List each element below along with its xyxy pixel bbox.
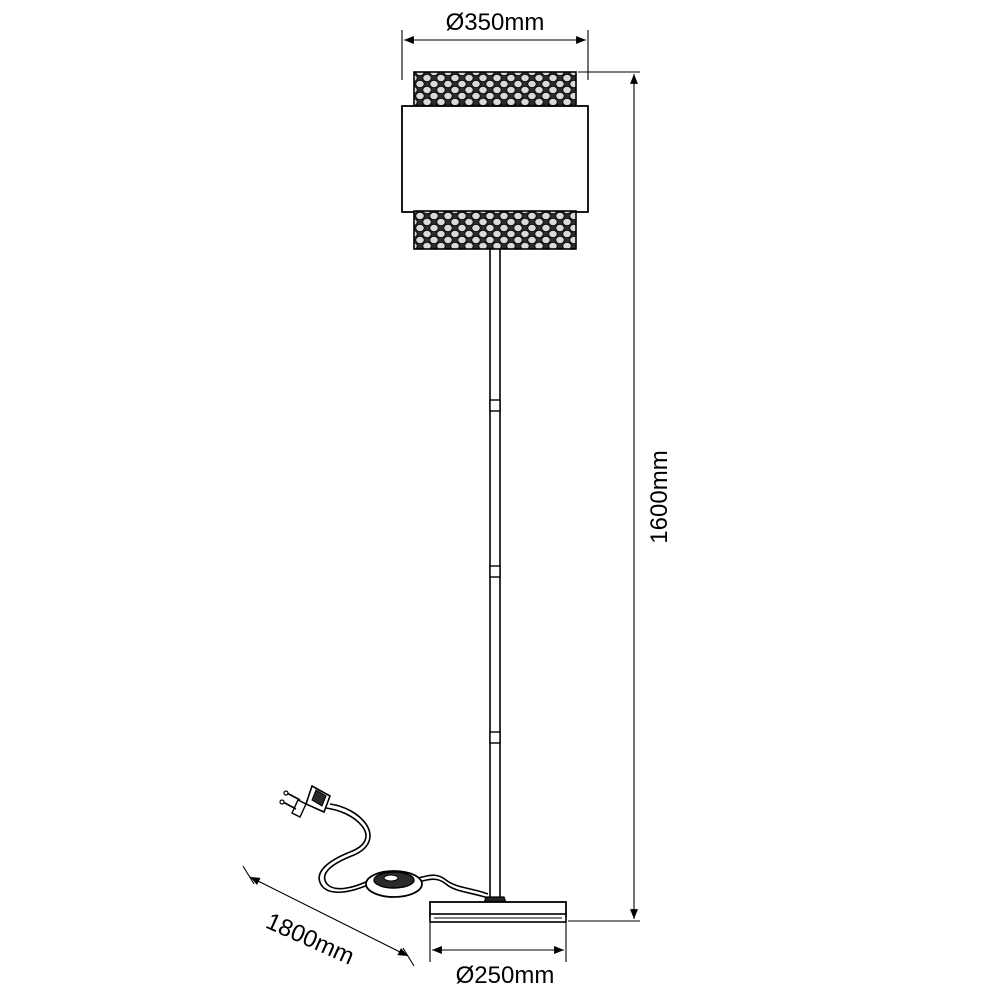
height-dimension: 1600mm [568, 71, 673, 922]
shade-diameter-label: Ø350mm [446, 9, 545, 36]
foot-switch [365, 870, 423, 898]
lamp-shade [401, 71, 589, 250]
power-plug [279, 784, 331, 818]
shade-bottom-mesh-band [413, 210, 577, 250]
base-diameter-label: Ø250mm [456, 962, 555, 989]
height-label: 1600mm [646, 450, 673, 543]
cable-length-label: 1800mm [262, 908, 358, 971]
lamp-pole [483, 249, 507, 904]
shade-fabric-band [401, 105, 589, 213]
shade-diameter-dimension: Ø350mm [401, 9, 589, 80]
lamp-base [429, 901, 567, 923]
base-diameter-dimension: Ø250mm [429, 922, 567, 989]
shade-top-mesh-band [413, 71, 577, 108]
